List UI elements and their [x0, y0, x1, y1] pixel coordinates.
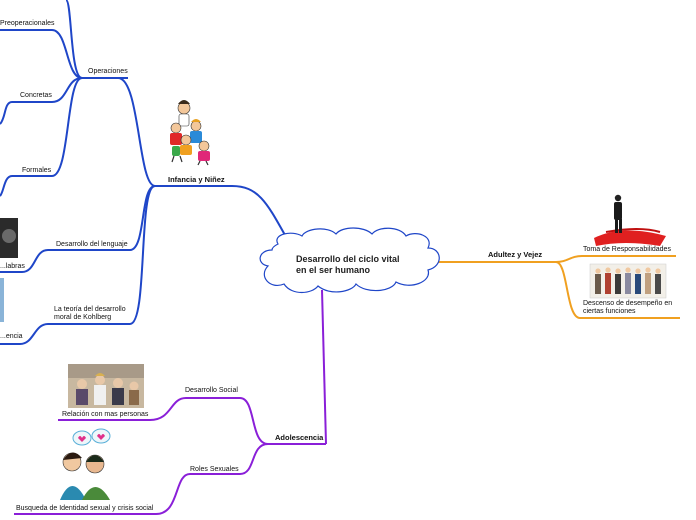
- central-topic[interactable]: Desarrollo del ciclo vital en el ser hum…: [296, 254, 426, 276]
- topic-infancia[interactable]: Infancia y Niñez: [168, 175, 225, 184]
- central-topic-line2: en el ser humano: [296, 265, 371, 275]
- topic-descenso-line2: ciertas funciones: [583, 308, 636, 315]
- lenguaje-image: [0, 218, 18, 258]
- topic-preoperacionales[interactable]: Preoperacionales: [0, 20, 55, 27]
- topic-concretas[interactable]: Concretas: [20, 92, 52, 99]
- central-topic-line1: Desarrollo del ciclo vital: [296, 254, 400, 264]
- connector-top-offscreen: [65, 0, 83, 79]
- topic-formales[interactable]: Formales: [22, 167, 52, 174]
- social-photo-image: [68, 364, 144, 408]
- connector-descenso: [555, 261, 680, 319]
- topic-adolescencia[interactable]: Adolescencia: [275, 433, 324, 442]
- adolescencia-connectors: [14, 289, 327, 515]
- topic-roles-sexuales[interactable]: Roles Sexuales: [190, 466, 239, 473]
- kohlberg-image: [0, 278, 4, 322]
- connector-lenguaje-sub: [0, 249, 49, 273]
- topic-kohlberg-line2: moral de Kohlberg: [54, 314, 112, 321]
- topic-toma-responsabilidades[interactable]: Toma de Responsabilidades: [583, 246, 671, 253]
- infancia-connectors: [0, 0, 291, 345]
- connector-kohlberg-sub: [0, 323, 49, 345]
- topic-kohlberg[interactable]: La teoría del desarrollo moral de Kohlbe…: [54, 306, 126, 322]
- connector-adolescencia-social: [186, 397, 269, 445]
- connector-central-infancia: [231, 185, 291, 245]
- businessman-image: [594, 194, 666, 246]
- connector-toma: [555, 255, 676, 263]
- topic-relacion-personas[interactable]: Relación con mas personas: [62, 411, 149, 418]
- topic-operaciones[interactable]: Operaciones: [88, 68, 128, 75]
- topic-kohlberg-line1: La teoría del desarrollo: [54, 306, 126, 313]
- connector-adolescencia-roles: [190, 443, 269, 475]
- connector-infancia-operaciones: [117, 77, 156, 187]
- connector-infancia-kohlberg: [48, 185, 156, 325]
- children-illustration: [170, 100, 210, 166]
- connector-concretas: [12, 77, 83, 103]
- central-cloud: [259, 227, 440, 294]
- connector-social-sub: [58, 397, 187, 421]
- connector-concretas-tail: [0, 101, 13, 125]
- connector-formales: [12, 77, 83, 177]
- connector-formales-tail: [0, 175, 13, 197]
- connector-central-adolescencia: [321, 289, 327, 445]
- topic-descenso-line1: Descenso de desempeño en: [583, 300, 673, 307]
- topic-adultez[interactable]: Adultez y Vejez: [488, 250, 543, 259]
- connector-roles-sub: [14, 473, 191, 515]
- connector-preoperacionales: [0, 29, 83, 79]
- couple-hearts-image: [60, 428, 111, 500]
- elderly-group-image: [589, 263, 667, 299]
- topic-desarrollo-social[interactable]: Desarrollo Social: [185, 387, 238, 394]
- topic-descenso-desempeno[interactable]: Descenso de desempeño en ciertas funcion…: [583, 300, 672, 316]
- topic-lenguaje[interactable]: Desarrollo del lenguaje: [56, 241, 128, 248]
- adultez-connectors: [438, 255, 680, 319]
- topic-kohlberg-sub[interactable]: ...encia: [0, 333, 23, 340]
- topic-busqueda-identidad[interactable]: Busqueda de Identidad sexual y crisis so…: [16, 505, 154, 512]
- topic-lenguaje-sub[interactable]: ...labras: [0, 263, 25, 270]
